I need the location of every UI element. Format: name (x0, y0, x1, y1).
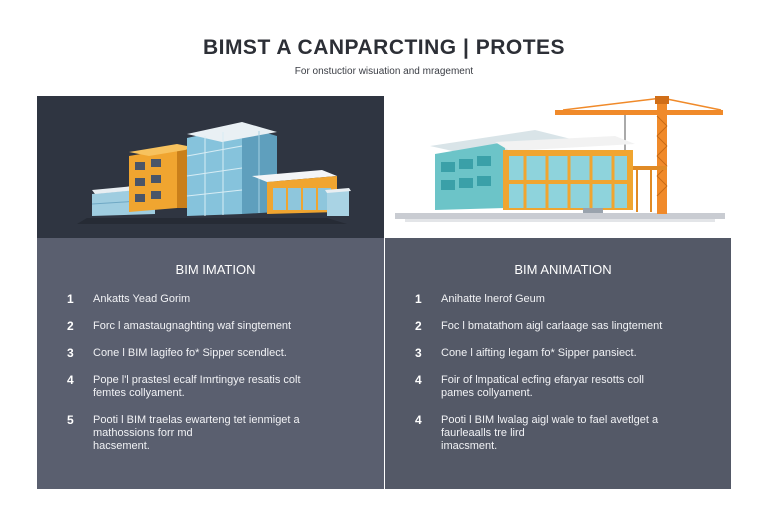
item-text: Foir of lmpatical ecfing efaryar resotts… (441, 374, 644, 399)
list-item: 3 Cone l aifting legam fo* Sipper pansie… (415, 347, 711, 360)
item-text: Anihatte lnerof Geum (441, 293, 545, 305)
construction-building-image (385, 96, 731, 238)
item-number: 4 (415, 413, 422, 427)
item-text: Cone l aifting legam fo* Sipper pansiect… (441, 347, 637, 359)
item-text: Forc l amastaugnaghting waf singtement (93, 320, 292, 332)
panel-heading: BIM IMATION (175, 262, 256, 277)
item-text: Ankatts Yead Gorim (93, 293, 191, 305)
office-building-illustration-icon (77, 122, 351, 224)
office-building-image (37, 96, 384, 238)
feature-list: 1 Ankatts Yead Gorim 2 Forc l amastaugna… (67, 293, 364, 453)
item-text: Foc l bmatathom aigl carlaage sas lingte… (441, 320, 663, 332)
list-item: 2 Foc l bmatathom aigl carlaage sas ling… (415, 320, 711, 333)
item-number: 3 (67, 346, 74, 360)
item-number: 4 (67, 373, 74, 387)
bim-imation-panel: BIM IMATION 1 Ankatts Yead Gorim 2 Forc … (37, 238, 384, 489)
item-text: Pooti l BIM lwalag aigl wale to fael ave… (441, 414, 659, 452)
list-item: 1 Ankatts Yead Gorim (67, 293, 364, 306)
item-text: Cone l BIM lagifeo fo* Sipper scendlect. (93, 347, 287, 359)
list-item: 4 Pope l'l prastesl ecalf Imrtingye resa… (67, 374, 364, 400)
building-under-construction-with-crane-icon (395, 96, 725, 222)
list-item: 4 Foir of lmpatical ecfing efaryar resot… (415, 374, 711, 400)
item-number: 3 (415, 346, 422, 360)
item-text: Pope l'l prastesl ecalf Imrtingye resati… (93, 374, 301, 399)
item-number: 4 (415, 373, 422, 387)
item-number: 5 (67, 413, 74, 427)
list-item: 3 Cone l BIM lagifeo fo* Sipper scendlec… (67, 347, 364, 360)
list-item: 2 Forc l amastaugnaghting waf singtement (67, 320, 364, 333)
panel-heading: BIM ANIMATION (514, 262, 612, 277)
list-item: 4 Pooti l BIM lwalag aigl wale to fael a… (415, 414, 711, 453)
page-subtitle: For onstuctior wisuation and mragement (294, 66, 474, 77)
feature-list: 1 Anihatte lnerof Geum 2 Foc l bmatathom… (415, 293, 711, 453)
page-title: BIMST A CANPARCTING | PROTES (202, 36, 566, 59)
item-number: 2 (67, 319, 74, 333)
item-text: Pooti l BIM traelas ewarteng tet ienmige… (93, 414, 300, 452)
bim-animation-panel: BIM ANIMATION 1 Anihatte lnerof Geum 2 F… (385, 238, 731, 489)
item-number: 2 (415, 319, 422, 333)
list-item: 5 Pooti l BIM traelas ewarteng tet ienmi… (67, 414, 364, 453)
item-number: 1 (67, 292, 74, 306)
item-number: 1 (415, 292, 422, 306)
list-item: 1 Anihatte lnerof Geum (415, 293, 711, 306)
